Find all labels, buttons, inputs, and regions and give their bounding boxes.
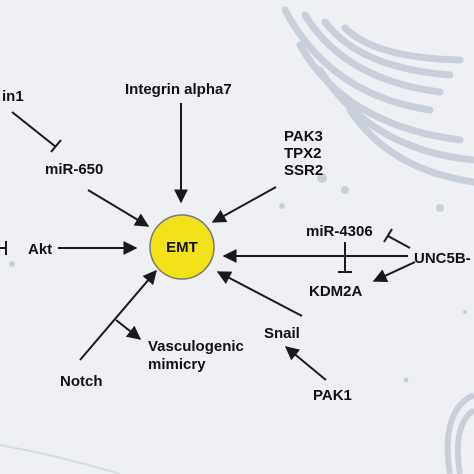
node-integrin-alpha7: Integrin alpha7 [125,81,232,98]
edge-unc5b-to-kdm2a [372,261,416,283]
node-pak3: PAK3 [284,128,323,145]
node-mir650: miR-650 [45,161,103,178]
node-lin1: in1 [2,88,24,105]
corner-curve [0,444,121,474]
inhibit-bar-mir650 [50,139,62,153]
edge-mir650-to-emt [87,189,150,227]
edge-lin1-inhibits-mir650 [11,111,57,148]
emt-label: EMT [166,239,198,256]
node-tpx2: TPX2 [284,145,322,162]
mitochondrion-decoration [444,392,474,474]
inhibit-bar-mir4306 [383,228,393,243]
node-pak1: PAK1 [313,387,352,404]
node-mimicry: mimicry [148,356,206,373]
node-unc5b: UNC5B- [414,250,471,267]
edge-kdm2a-to-emt [216,271,303,317]
edge-notch-to-emt [79,269,157,361]
node-kdm2a: KDM2A [309,283,363,300]
node-snail: Snail [264,325,300,342]
edge-pak1-to-snail [284,346,327,381]
node-mir4306: miR-4306 [306,223,373,240]
edge-notch-to-vasculogenic [115,319,142,340]
vesicle-dots [9,173,467,383]
golgi-decoration [281,6,474,186]
node-vasculogenic: Vasculogenic [148,338,244,355]
edge-unc5b-inhibits-mir4306 [387,235,411,249]
edge-pak3-to-emt [211,186,277,223]
node-akt: Akt [28,241,52,258]
node-ssr2: SSR2 [284,162,323,179]
node-notch: Notch [60,373,103,390]
emt-node [149,214,215,280]
